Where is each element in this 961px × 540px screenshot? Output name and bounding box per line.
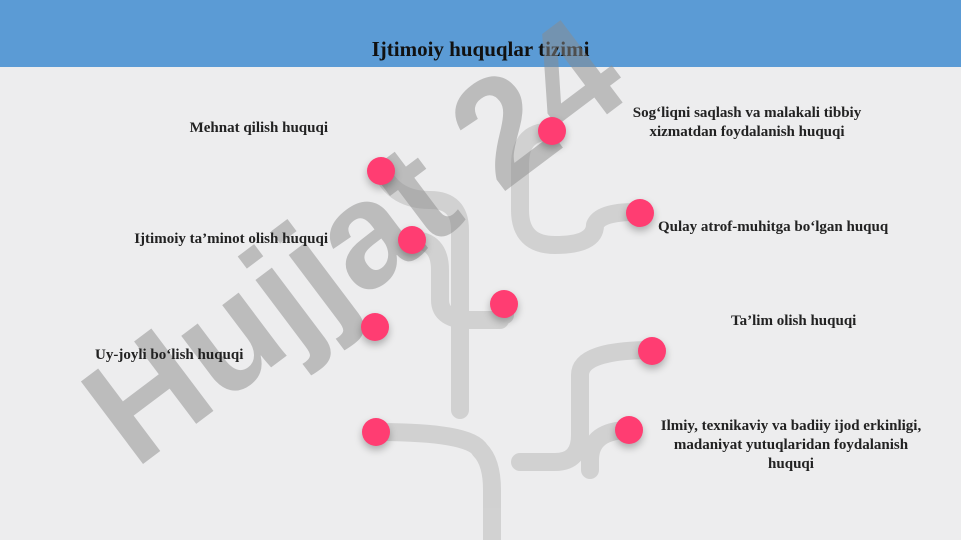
node-dot: [638, 337, 666, 365]
node-dot: [361, 313, 389, 341]
node-dot: [362, 418, 390, 446]
header-bar: [0, 0, 961, 67]
node-dot: [398, 226, 426, 254]
label-soglik: Sog‘liqni saqlash va malakali tibbiy xiz…: [632, 105, 862, 140]
node-dot: [626, 199, 654, 227]
label-atrof-muhit: Qulay atrof-muhitga bo‘lgan huquq: [658, 219, 889, 235]
label-talim: Ta’lim olish huquqi: [731, 313, 857, 329]
label-uy-joy: Uy-joyli bo‘lish huquqi: [95, 347, 244, 363]
label-mehnat: Mehnat qilish huquqi: [189, 120, 328, 136]
label-ilmiy: Ilmiy, texnikaviy va badiiy ijod erkinli…: [660, 418, 922, 472]
node-dot: [367, 157, 395, 185]
page-title: Ijtimoiy huquqlar tizimi: [371, 37, 590, 61]
node-dot: [538, 117, 566, 145]
label-ijtimoiy-taminot: Ijtimoiy ta’minot olish huquqi: [134, 231, 328, 247]
node-dot: [490, 290, 518, 318]
node-dot: [615, 416, 643, 444]
